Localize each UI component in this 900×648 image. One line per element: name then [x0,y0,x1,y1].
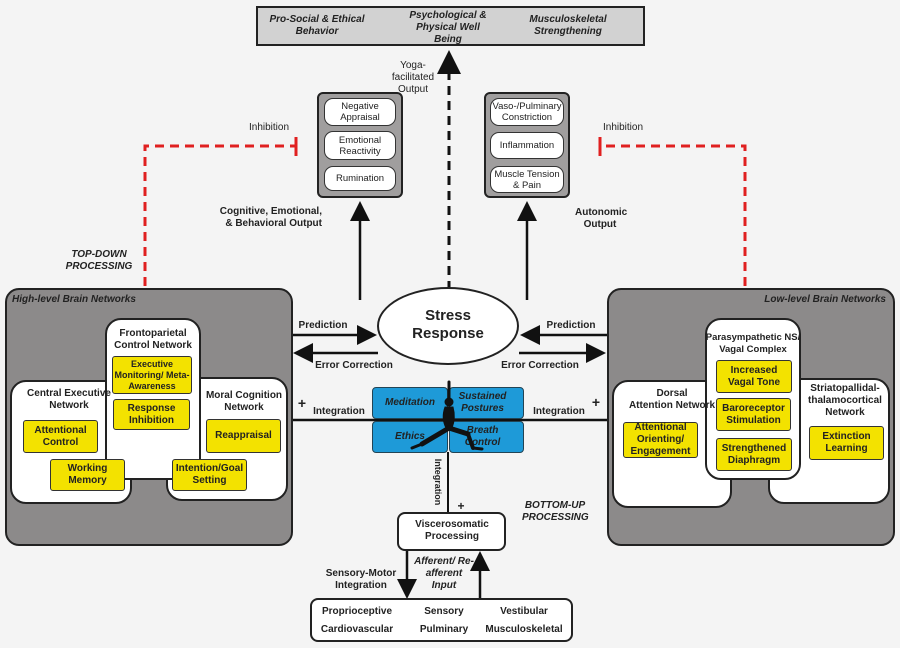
input-sensory: Sensory [424,606,464,617]
response-inhibition: Response Inhibition [113,399,190,430]
breath-control: Breath Control [449,421,524,453]
input-vestibular: Vestibular [500,606,548,617]
viscerosomatic-box [397,512,506,551]
reappraisal: Reappraisal [206,419,281,453]
central-executive-title: Central Executive Network [27,388,111,411]
attentional-orienting: Attentional Orienting/ Engagement [623,422,698,458]
ethics: Ethics [372,421,448,453]
inhibition-right-line [600,144,747,286]
afferent-label: Afferent/ Re-afferent Input [414,556,474,591]
inhibition-left-line [143,144,296,286]
plus-left: + [297,395,307,411]
stress-response-ellipse [377,287,519,365]
rumination: Rumination [324,166,396,191]
working-memory: Working Memory [50,459,125,491]
parasympathetic-title: Parasympathetic NS/ Vagal Complex [694,332,812,356]
stress-response-label: Stress Response [412,307,484,342]
error-correction-left-label: Error Correction [315,360,393,371]
increased-vagal-tone: Increased Vagal Tone [716,360,792,393]
sensory-inputs-box [310,598,573,642]
integration-left-label: Integration [313,406,365,417]
moral-cognition-title: Moral Cognition Network [205,390,283,413]
sensory-motor-label: Sensory-Motor Integration [325,568,397,591]
outcomes-box [256,6,645,46]
executive-monitoring: Executive Monitoring/ Meta-Awareness [112,356,192,394]
extinction-learning: Extinction Learning [809,426,884,460]
low-level-title: Low-level Brain Networks [764,294,886,305]
intention-goal-setting: Intention/Goal Setting [172,459,247,491]
input-musculoskeletal: Musculoskeletal [485,624,563,635]
baroreceptor-stimulation: Baroreceptor Stimulation [716,398,791,431]
cognitive-output-label: Cognitive, Emotional, & Behavioral Outpu… [219,206,322,229]
input-pulminary: Pulminary [419,624,469,635]
frontoparietal-title: Frontoparietal Control Network [114,328,192,351]
attentional-control: Attentional Control [23,420,98,453]
yoga-output-label: Yoga-facilitated Output [391,60,435,95]
plus-right: + [591,394,601,410]
error-correction-right-label: Error Correction [501,360,579,371]
emotional-reactivity: Emotional Reactivity [324,131,396,160]
top-down-label: TOP-DOWN PROCESSING [65,249,133,272]
meditation: Meditation [372,387,448,419]
autonomic-output-label: Autonomic Output [575,207,628,230]
inhibition-left-label: Inhibition [248,122,290,133]
outcome-musculoskeletal: Musculoskeletal Strengthening [529,14,607,37]
muscle-tension: Muscle Tension & Pain [490,166,564,193]
dorsal-attention-title-text: Dorsal Attention Network [628,388,716,411]
plus-bottom: + [457,499,465,513]
strengthened-diaphragm: Strengthened Diaphragm [716,438,792,471]
outcome-prosocial: Pro-Social & Ethical Behavior [269,14,365,37]
vaso-constriction: Vaso-/Pulminary Constriction [490,98,564,126]
input-proprioceptive: Proprioceptive [321,606,393,617]
inhibition-right-label: Inhibition [602,122,644,133]
parasympathetic-title-text: Parasympathetic NS/ Vagal Complex [705,332,801,355]
prediction-right-label: Prediction [546,320,596,331]
dorsal-attention-title: Dorsal Attention Network [614,388,730,412]
negative-appraisal: Negative Appraisal [324,98,396,126]
integration-vertical-label: Integration [433,458,443,506]
prediction-left-label: Prediction [298,320,348,331]
striatopallidal-title: Striatopallidal-thalamocortical Network [808,383,882,418]
outcome-wellbeing: Psychological & Physical Well Being [409,10,487,45]
sustained-postures: Sustained Postures [449,387,524,419]
integration-right-label: Integration [533,406,585,417]
bottom-up-label: BOTTOM-UP PROCESSING [522,500,589,523]
viscerosomatic-label: Viscerosomatic Processing [415,519,489,542]
input-cardiovascular: Cardiovascular [320,624,394,635]
inflammation: Inflammation [490,132,564,159]
high-level-title: High-level Brain Networks [12,294,136,305]
